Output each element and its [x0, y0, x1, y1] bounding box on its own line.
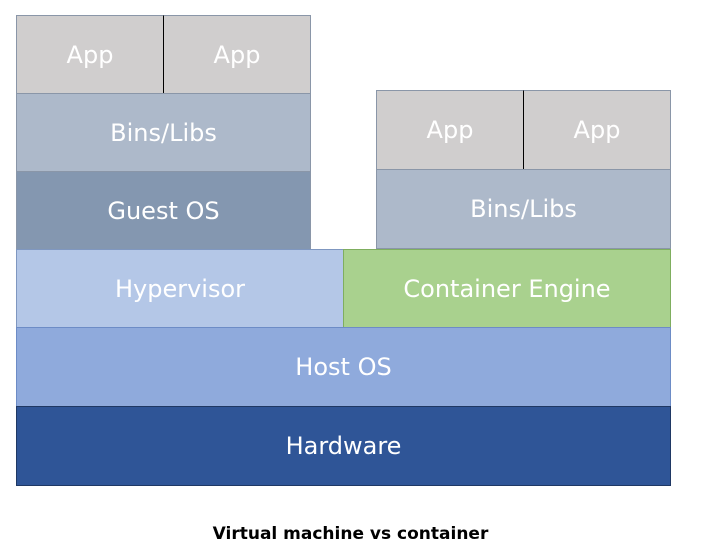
- hardware-layer: Hardware: [16, 406, 671, 486]
- host-os-layer: Host OS: [16, 327, 671, 407]
- vm-app-left: App: [16, 15, 164, 94]
- hypervisor-layer: Hypervisor: [16, 249, 344, 328]
- container-app-left: App: [376, 90, 524, 170]
- container-engine-layer: Container Engine: [343, 249, 671, 328]
- vm-app-right: App: [163, 15, 311, 94]
- diagram-caption: Virtual machine vs container: [212, 524, 489, 544]
- vm-guest-os: Guest OS: [16, 171, 311, 250]
- container-bins-libs: Bins/Libs: [376, 169, 671, 249]
- vm-bins-libs: Bins/Libs: [16, 93, 311, 172]
- container-app-right: App: [523, 90, 671, 170]
